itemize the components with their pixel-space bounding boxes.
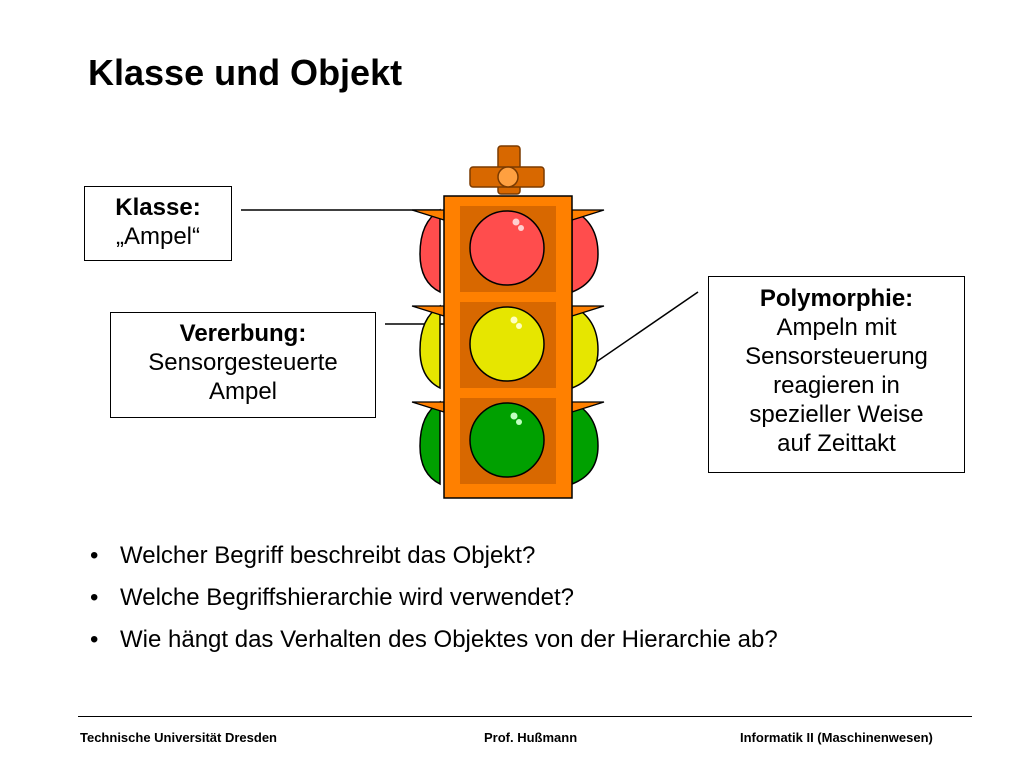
vererbung-callout: Vererbung: Sensorgesteuerte Ampel bbox=[110, 312, 376, 418]
green-lamp bbox=[469, 402, 545, 478]
question-text: Wie hängt das Verhalten des Objektes von… bbox=[120, 626, 778, 653]
slide-title: Klasse und Objekt bbox=[88, 52, 403, 93]
klasse-callout: Klasse: „Ampel“ bbox=[84, 186, 232, 261]
question-text: Welcher Begriff beschreibt das Objekt? bbox=[120, 542, 536, 569]
list-item: • Welcher Begriff beschreibt das Objekt? bbox=[90, 540, 778, 582]
footer-course: Informatik II (Maschinenwesen) bbox=[740, 730, 933, 745]
bullet-icon: • bbox=[90, 626, 99, 653]
polymorphie-text-line: reagieren in bbox=[773, 372, 900, 399]
question-list: •Welcher Begriff beschreibt das Objekt? … bbox=[90, 540, 778, 666]
footer-author: Prof. Hußmann bbox=[484, 730, 578, 745]
vererbung-text-line: Ampel bbox=[208, 378, 278, 405]
footer-divider bbox=[78, 716, 972, 717]
traffic-light-icon bbox=[411, 145, 605, 499]
klasse-heading: Klasse: bbox=[115, 194, 201, 221]
polymorphie-callout: Polymorphie: Ampeln mit Sensorsteuerung … bbox=[708, 276, 965, 473]
red-lamp bbox=[469, 210, 545, 286]
question-text: Welche Begriffshierarchie wird verwendet… bbox=[120, 584, 574, 611]
klasse-text: „Ampel“ bbox=[115, 223, 200, 250]
yellow-lamp bbox=[469, 306, 545, 382]
polymorphie-text-line: Sensorsteuerung bbox=[745, 343, 928, 370]
list-item: • Wie hängt das Verhalten des Objektes vo… bbox=[90, 624, 778, 666]
bullet-icon: • bbox=[90, 542, 99, 569]
list-item: • Welche Begriffshierarchie wird verwende… bbox=[90, 582, 778, 624]
vererbung-text-line: Sensorgesteuerte bbox=[148, 349, 338, 376]
footer-university: Technische Universität Dresden bbox=[80, 730, 277, 745]
polymorphie-heading: Polymorphie: bbox=[759, 285, 914, 312]
bullet-icon: • bbox=[90, 584, 99, 611]
polymorphie-text-line: Ampeln mit bbox=[776, 314, 897, 341]
polymorphie-text-line: spezieller Weise bbox=[749, 401, 924, 428]
polymorphie-text-line: auf Zeittakt bbox=[777, 430, 896, 457]
vererbung-heading: Vererbung: bbox=[179, 320, 307, 347]
